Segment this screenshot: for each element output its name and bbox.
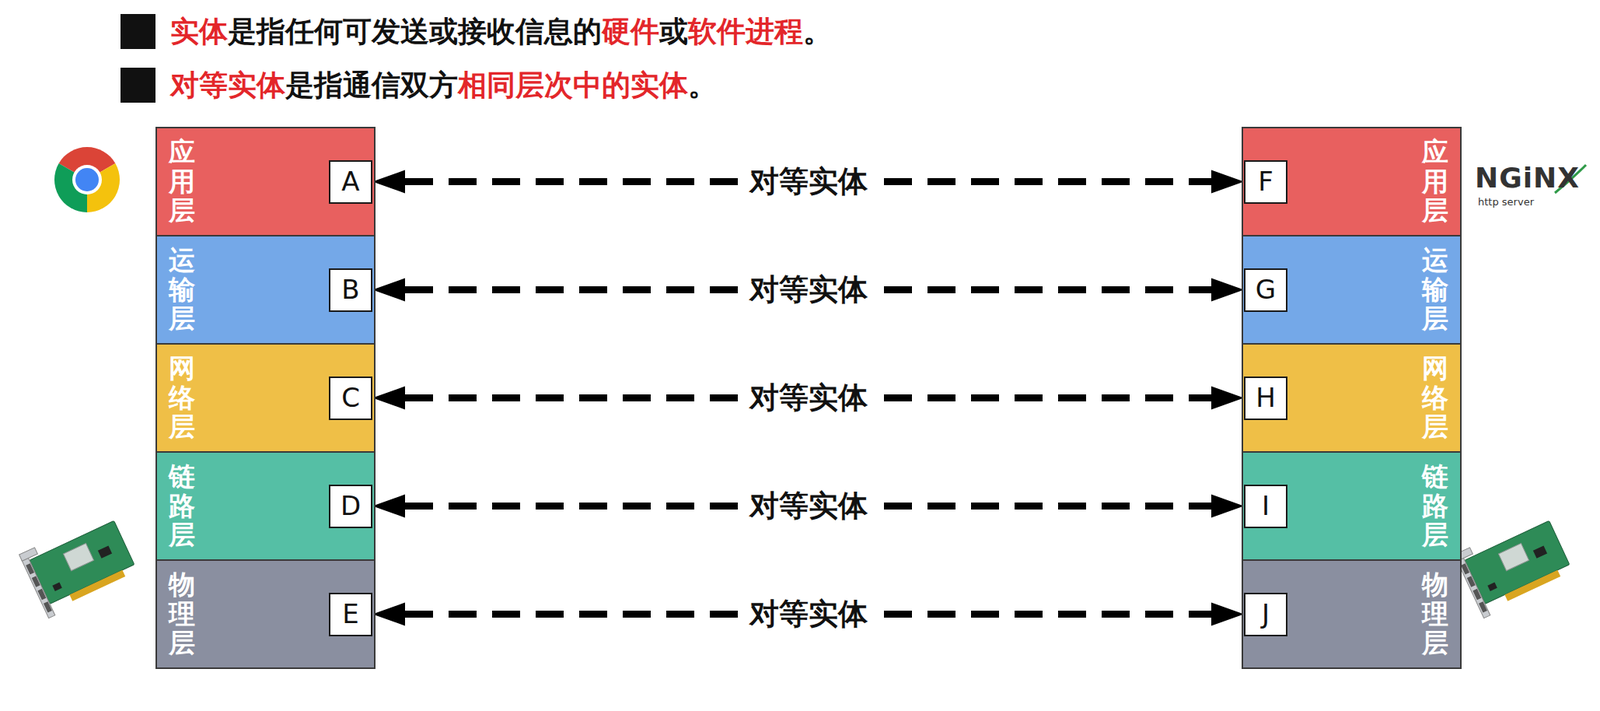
layer-band: 运输层 B (155, 234, 376, 345)
layer-band: 链路层 I (1241, 450, 1462, 561)
bullet-square (120, 67, 156, 103)
heading-text: 软件进程 (688, 14, 804, 49)
layer-band: 物理层 J (1241, 558, 1462, 669)
layer-band: 网络层 H (1241, 342, 1462, 453)
logo-block: NGiNX (1474, 161, 1580, 194)
edge-label-holder: 对等实体 (740, 272, 877, 308)
entity-letter: G (1255, 273, 1276, 306)
logo-text: http server (1477, 195, 1534, 208)
layer-name: 网络层 (168, 353, 196, 441)
layer-name: 物理层 (1421, 569, 1449, 657)
edge-label: 对等实体 (740, 272, 877, 308)
heading-text: 是指任何可发送或接收信息的 (227, 14, 602, 49)
entity-box: F (1243, 160, 1288, 204)
entity-letter: F (1257, 165, 1274, 198)
nic-illustration (1454, 512, 1576, 619)
entity-letter: D (340, 489, 361, 522)
entity-box: H (1243, 376, 1288, 420)
edge-label: 对等实体 (740, 164, 877, 200)
heading-text: 相同层次中的实体 (457, 68, 689, 102)
entity-letter: E (342, 597, 359, 630)
edge-label-holder: 对等实体 (740, 164, 877, 200)
logo-block: http server (1477, 195, 1534, 208)
entity-letter: H (1255, 381, 1276, 414)
layer-band: 物理层 E (155, 558, 376, 669)
entity-box: B (328, 268, 373, 312)
heading-text: 。 (688, 68, 717, 102)
edge-label-holder: 对等实体 (740, 380, 877, 416)
entity-box: C (328, 376, 373, 420)
layer-name: 运输层 (1421, 245, 1449, 333)
entity-letter: C (341, 381, 360, 414)
entity-box: J (1243, 592, 1288, 636)
heading-text: 硬件 (601, 14, 660, 49)
layer-name: 链路层 (168, 461, 196, 549)
entity-box: E (328, 592, 373, 636)
heading-text: 实体 (170, 14, 228, 49)
entity-box: A (328, 160, 373, 204)
layer-band: 应用层 A (155, 126, 376, 237)
layer-name: 应用层 (1421, 137, 1449, 225)
layer-band: 网络层 C (155, 342, 376, 453)
edge-label-holder: 对等实体 (740, 488, 877, 525)
entity-letter: I (1261, 489, 1270, 522)
layer-name: 链路层 (1421, 461, 1449, 549)
logo-text: NGiNX (1474, 161, 1580, 194)
edge-label-holder: 对等实体 (740, 596, 877, 633)
edge-label: 对等实体 (740, 488, 877, 525)
layer-name: 应用层 (168, 137, 196, 225)
layer-band: 应用层 F (1241, 126, 1462, 237)
heading-text: 或 (659, 14, 689, 49)
heading-text: 是指通信双方 (285, 68, 458, 102)
heading-line: 对等实体是指通信双方相同层次中的实体。 (170, 67, 717, 103)
entity-box: D (328, 484, 373, 528)
edge-label: 对等实体 (740, 596, 877, 633)
heading-line: 实体是指任何可发送或接收信息的硬件或软件进程。 (170, 13, 832, 49)
entity-box: G (1243, 268, 1288, 312)
entity-letter: A (341, 165, 360, 198)
edge-label: 对等实体 (740, 380, 877, 416)
nic-illustration (19, 512, 140, 619)
bullet-square (120, 13, 156, 49)
heading-text: 。 (803, 14, 832, 49)
layer-name: 物理层 (168, 569, 196, 657)
layer-band: 链路层 D (155, 450, 376, 561)
chrome-icon (54, 146, 120, 213)
entity-letter: J (1261, 597, 1270, 630)
layer-band: 运输层 G (1241, 234, 1462, 345)
layer-name: 网络层 (1421, 353, 1449, 441)
heading-text: 对等实体 (170, 68, 286, 102)
layer-name: 运输层 (168, 245, 196, 333)
entity-box: I (1243, 484, 1288, 528)
entity-letter: B (341, 273, 360, 306)
